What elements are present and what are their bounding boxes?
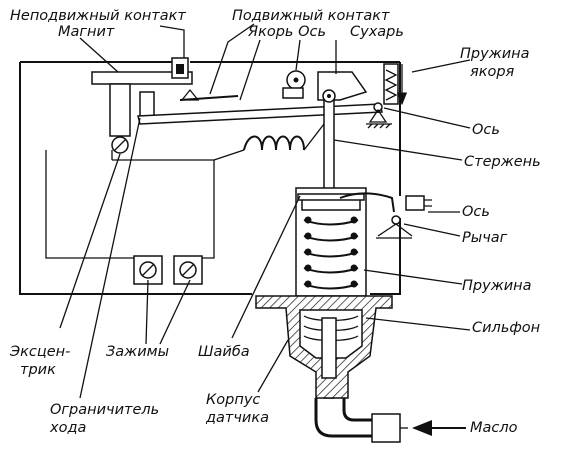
label-moving-contact: Подвижный контакт (232, 8, 390, 24)
moving-contact (179, 88, 239, 101)
label-oil: Масло (470, 420, 518, 436)
armature-axis (282, 70, 306, 99)
stroke-limiter (139, 91, 155, 117)
label-eccentric-1: Эксцен- (9, 344, 70, 360)
label-bellows: Сильфон (472, 320, 540, 336)
label-armature-axis: Якорь Ось (247, 24, 326, 40)
armature-end-axis (366, 102, 392, 129)
label-axis-top: Ось (472, 122, 500, 138)
leader-lines (59, 23, 471, 399)
label-washer: Шайба (198, 344, 250, 360)
bellows (303, 315, 359, 379)
armature-spring (383, 63, 408, 106)
label-armature-spring-2: якоря (470, 64, 515, 80)
eccentric (109, 83, 131, 154)
coil-wiring (45, 123, 325, 259)
label-magnet: Магнит (58, 24, 115, 40)
clamps (133, 255, 203, 285)
washer (297, 193, 365, 201)
relay-housing (19, 61, 401, 295)
label-sensor-body-1: Корпус (206, 392, 260, 408)
label-fixed-contact: Неподвижный контакт (10, 8, 186, 24)
lever (339, 192, 432, 239)
label-limiter-2: хода (49, 420, 86, 436)
labels: Неподвижный контакт Подвижный контакт Ма… (9, 8, 541, 436)
armature (137, 103, 383, 125)
magnet (91, 57, 193, 85)
label-limiter-1: Ограничитель (50, 402, 159, 418)
label-cracker: Сухарь (350, 24, 404, 40)
spring-housing (295, 187, 367, 297)
label-eccentric-2: трик (20, 362, 56, 378)
label-rod: Стержень (464, 154, 541, 170)
oil-pipe (314, 398, 408, 443)
label-lever: Рычаг (462, 230, 508, 246)
label-sensor-body-2: датчика (205, 410, 269, 426)
label-spring: Пружина (462, 278, 532, 294)
label-axis-right: Ось (462, 204, 490, 220)
label-clamps: Зажимы (106, 344, 169, 360)
label-armature-spring-1: Пружина (460, 46, 530, 62)
